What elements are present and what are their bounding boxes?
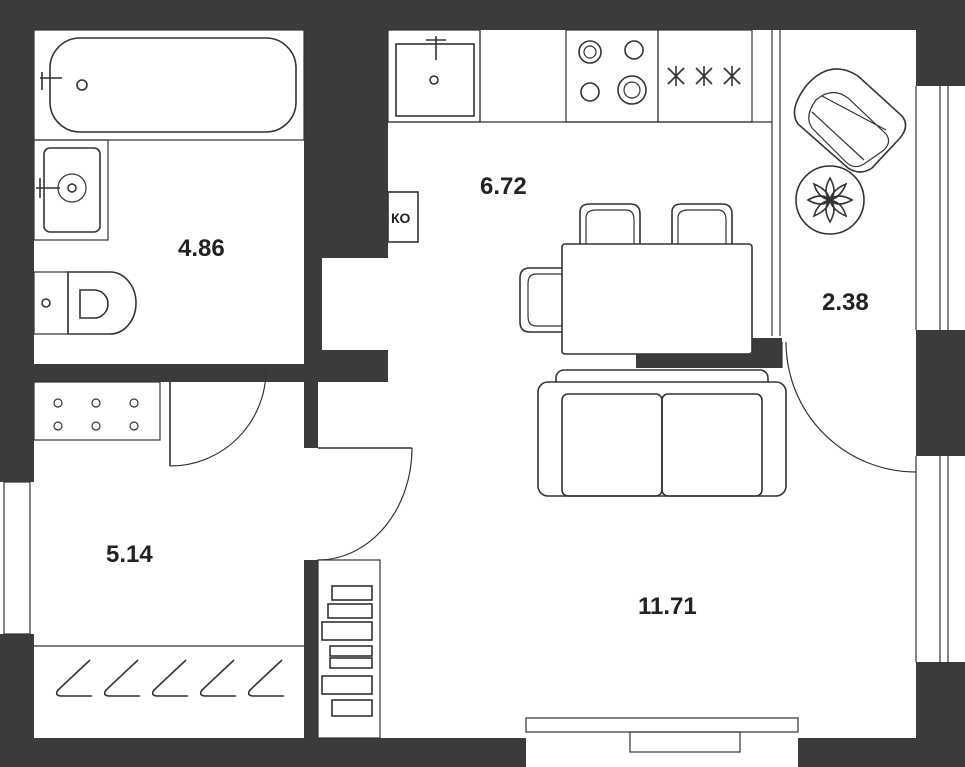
entrance-door-swing-icon <box>317 447 413 561</box>
kitchen-area-label: 6.72 <box>480 173 527 200</box>
wardrobe-icon <box>317 559 381 739</box>
wall-hall-right-lower <box>304 560 318 738</box>
bath-door-swing-icon <box>169 369 267 467</box>
plant-icon <box>795 165 865 235</box>
window-balcony-bottom <box>915 456 965 662</box>
wall-kitchen-stub <box>636 354 778 368</box>
window-hallway <box>0 481 34 635</box>
dining-table-icon <box>519 203 753 355</box>
bathroom-area-label: 4.86 <box>178 235 225 262</box>
wall-bath-hall <box>34 364 170 382</box>
washing-machine-icon <box>33 381 161 441</box>
wall-ko-vertical <box>370 30 388 248</box>
living-area-label: 11.71 <box>638 593 697 620</box>
wall-balcony-stub <box>752 338 782 368</box>
bathtub-icon <box>33 29 305 141</box>
window-living-bottom <box>525 717 799 767</box>
balcony-area-label: 2.38 <box>822 289 869 316</box>
toilet-icon <box>33 271 137 335</box>
wall-ko-block <box>322 248 388 258</box>
wall-hall-right <box>304 382 318 448</box>
wall-window-mid <box>916 330 965 456</box>
balcony-door-swing-icon <box>781 341 917 473</box>
wall-small-stub <box>322 350 388 382</box>
wall-bath-hall-2 <box>266 364 304 382</box>
ko-label: КО <box>391 210 411 226</box>
bathroom-floor <box>34 30 304 364</box>
chair-icon <box>519 203 733 333</box>
hallway-floor <box>34 382 304 738</box>
armchair-icon <box>793 68 907 173</box>
ko-box: КО <box>387 191 419 243</box>
hanger-icon <box>34 645 304 697</box>
hallway-area-label: 5.14 <box>106 541 153 568</box>
window-balcony-top <box>915 86 965 330</box>
sofa-icon <box>537 369 787 497</box>
wall-vertical-left <box>304 30 322 350</box>
sink-icon <box>33 139 109 241</box>
